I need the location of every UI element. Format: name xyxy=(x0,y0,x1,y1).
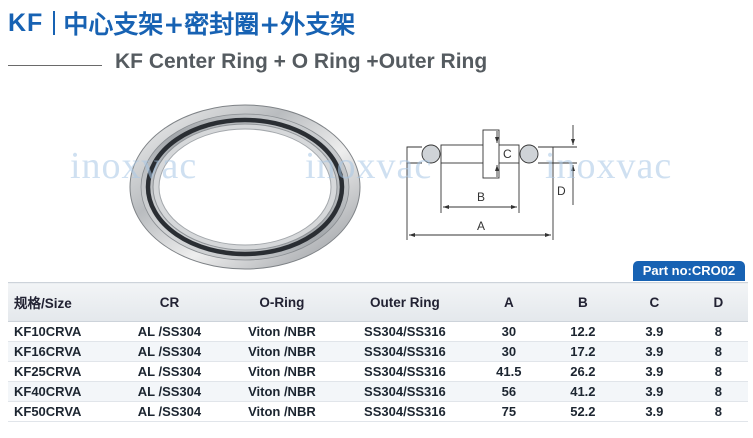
header-outer-ring: Outer Ring xyxy=(337,282,472,322)
cell-outer-ring: SS304/SS316 xyxy=(337,361,472,382)
cell-cr: AL /SS304 xyxy=(113,401,226,422)
title-prefix: KF xyxy=(8,8,44,37)
cell-b: 12.2 xyxy=(545,321,620,342)
cell-b: 41.2 xyxy=(545,381,620,402)
table-row: KF25CRVA AL /SS304 Viton /NBR SS304/SS31… xyxy=(8,361,748,382)
dimension-b-label: B xyxy=(477,190,485,204)
cell-d: 8 xyxy=(688,401,748,422)
cell-cr: AL /SS304 xyxy=(113,361,226,382)
cell-outer-ring: SS304/SS316 xyxy=(337,341,472,362)
cell-size: KF40CRVA xyxy=(8,381,114,402)
cell-c: 3.9 xyxy=(619,341,689,362)
cell-oring: Viton /NBR xyxy=(225,341,338,362)
table-row: KF16CRVA AL /SS304 Viton /NBR SS304/SS31… xyxy=(8,341,748,362)
cell-d: 8 xyxy=(688,361,748,382)
header-oring: O-Ring xyxy=(225,282,338,322)
cell-c: 3.9 xyxy=(619,321,689,342)
cell-b: 17.2 xyxy=(545,341,620,362)
cell-size: KF50CRVA xyxy=(8,401,114,422)
cell-a: 30 xyxy=(471,321,546,342)
cell-c: 3.9 xyxy=(619,401,689,422)
dimension-d-label: D xyxy=(557,184,566,198)
cell-a: 56 xyxy=(471,381,546,402)
header-d: D xyxy=(688,282,748,322)
cell-oring: Viton /NBR xyxy=(225,321,338,342)
header-cr: CR xyxy=(113,282,226,322)
table-header-row: 规格/Size CR O-Ring Outer Ring A B C D xyxy=(8,282,748,322)
ring-cross-section-drawing: B A C D xyxy=(406,125,577,240)
title-divider xyxy=(53,11,56,35)
cell-b: 26.2 xyxy=(545,361,620,382)
ring-product-image xyxy=(129,104,361,270)
cell-b: 52.2 xyxy=(545,401,620,422)
dimension-a-label: A xyxy=(477,219,485,233)
page-title: KF 中心支架+密封圈+外支架 xyxy=(8,6,355,40)
cell-a: 75 xyxy=(471,401,546,422)
table-row: KF40CRVA AL /SS304 Viton /NBR SS304/SS31… xyxy=(8,381,748,402)
page-subtitle: KF Center Ring + O Ring +Outer Ring xyxy=(115,50,488,73)
header-c: C xyxy=(619,282,689,322)
header-a: A xyxy=(471,282,546,322)
header-b: B xyxy=(545,282,620,322)
cell-a: 41.5 xyxy=(471,361,546,382)
table-row: KF10CRVA AL /SS304 Viton /NBR SS304/SS31… xyxy=(8,321,748,342)
cell-cr: AL /SS304 xyxy=(113,341,226,362)
table-row: KF50CRVA AL /SS304 Viton /NBR SS304/SS31… xyxy=(8,401,748,422)
cell-size: KF16CRVA xyxy=(8,341,114,362)
cell-a: 30 xyxy=(471,341,546,362)
title-chinese: 中心支架+密封圈+外支架 xyxy=(63,10,356,39)
cell-d: 8 xyxy=(688,341,748,362)
header-size: 规格/Size xyxy=(8,282,114,322)
cell-size: KF25CRVA xyxy=(8,361,114,382)
cell-cr: AL /SS304 xyxy=(113,381,226,402)
cell-oring: Viton /NBR xyxy=(225,361,338,382)
part-number-badge: Part no:CRO02 xyxy=(633,261,745,281)
cell-c: 3.9 xyxy=(619,381,689,402)
cell-oring: Viton /NBR xyxy=(225,381,338,402)
cell-c: 3.9 xyxy=(619,361,689,382)
cell-size: KF10CRVA xyxy=(8,321,114,342)
dimension-c-label: C xyxy=(503,147,512,161)
cell-cr: AL /SS304 xyxy=(113,321,226,342)
cell-d: 8 xyxy=(688,381,748,402)
cell-outer-ring: SS304/SS316 xyxy=(337,321,472,342)
cell-outer-ring: SS304/SS316 xyxy=(337,401,472,422)
subtitle-rule xyxy=(8,65,102,66)
cell-d: 8 xyxy=(688,321,748,342)
cell-oring: Viton /NBR xyxy=(225,401,338,422)
spec-table: 规格/Size CR O-Ring Outer Ring A B C D KF1… xyxy=(8,282,748,422)
cell-outer-ring: SS304/SS316 xyxy=(337,381,472,402)
